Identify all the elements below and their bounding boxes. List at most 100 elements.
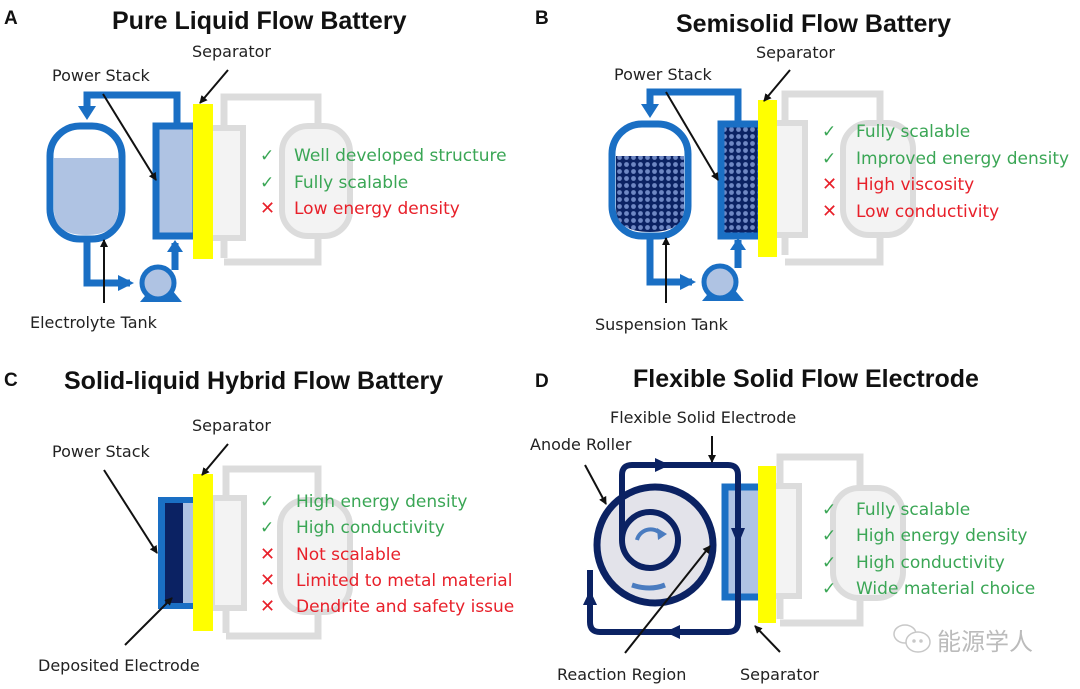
separator: [758, 466, 776, 623]
feature-pro: Fully scalable: [856, 500, 970, 520]
feature-pro: Wide material choice: [856, 579, 1035, 599]
flow-arrow-icon: [583, 590, 597, 605]
pointer-arrow: [199, 69, 229, 104]
tank-label: Suspension Tank: [595, 315, 729, 334]
cross-icon: ✕: [260, 596, 275, 617]
power-stack-label: Power Stack: [614, 65, 712, 84]
rotation-arrow-icon: [657, 528, 667, 540]
watermark: 能源学人: [893, 624, 1033, 656]
power-stack: [158, 497, 196, 609]
reaction-region-label: Reaction Region: [557, 665, 686, 684]
check-icon: ✓: [260, 492, 274, 512]
power-stack: [717, 120, 765, 240]
ghost-cathode-side: [209, 465, 353, 640]
panel-letter: D: [535, 371, 549, 392]
panel-letter: B: [535, 8, 549, 29]
tank-label: Electrolyte Tank: [30, 313, 158, 332]
separator-label: Separator: [192, 416, 271, 435]
panel-letter: C: [4, 370, 18, 391]
check-icon: ✓: [822, 526, 836, 546]
flow-arrow-icon: [78, 106, 96, 120]
check-icon: ✓: [822, 553, 836, 573]
power-stack-label: Power Stack: [52, 442, 150, 461]
separator: [758, 100, 777, 257]
power-stack: [152, 122, 200, 240]
cross-icon: ✕: [260, 570, 275, 591]
panel-a: A Pure Liquid Flow Battery: [4, 7, 507, 332]
pump-icon: [139, 264, 182, 302]
separator: [193, 104, 213, 259]
separator-label: Separator: [740, 665, 819, 684]
feature-con: Not scalable: [296, 545, 401, 565]
pointer-arrow: [102, 93, 157, 181]
feature-list: ✓ Fully scalable ✓ High energy density ✓…: [822, 500, 1035, 599]
feature-pro: High energy density: [856, 526, 1027, 546]
flexible-electrode-label: Flexible Solid Electrode: [610, 408, 796, 427]
feature-con: Low conductivity: [856, 202, 999, 222]
anode-roller-label: Anode Roller: [530, 435, 632, 454]
feature-list: ✓ Well developed structure ✓ Fully scala…: [260, 146, 507, 219]
wechat-icon: [893, 624, 931, 653]
deposited-electrode: [165, 503, 183, 603]
panel-title: Flexible Solid Flow Electrode: [633, 365, 979, 393]
ghost-cathode-side: [769, 90, 916, 266]
panel-title: Semisolid Flow Battery: [676, 10, 951, 38]
feature-pro: High conductivity: [856, 553, 1005, 573]
pointer-arrow: [201, 443, 229, 476]
separator-label: Separator: [192, 42, 271, 61]
check-icon: ✓: [822, 500, 836, 520]
pointer-arrow: [584, 464, 607, 505]
flow-arrow-icon: [731, 528, 745, 545]
panel-letter: A: [4, 8, 18, 29]
feature-con: Limited to metal material: [296, 571, 512, 591]
feature-con: Dendrite and safety issue: [296, 597, 514, 617]
check-icon: ✓: [822, 122, 836, 142]
rotation-arrow-icon: [631, 582, 666, 591]
feature-pro: Fully scalable: [294, 173, 408, 193]
watermark-text: 能源学人: [937, 628, 1033, 656]
feature-list: ✓ Fully scalable ✓ Improved energy densi…: [822, 122, 1069, 222]
feature-con: High viscosity: [856, 175, 974, 195]
pointer-arrow: [103, 469, 158, 554]
check-icon: ✓: [260, 518, 274, 538]
feature-pro: Improved energy density: [856, 149, 1069, 169]
power-stack-label: Power Stack: [52, 66, 150, 85]
feature-pro: Fully scalable: [856, 122, 970, 142]
feature-pro: Well developed structure: [294, 146, 507, 166]
panel-d: D Flexible Solid Flow Electrode Flexible…: [530, 365, 1035, 684]
feature-list: ✓ High energy density ✓ High conductivit…: [260, 492, 514, 617]
separator-label: Separator: [756, 43, 835, 62]
pointer-arrow: [124, 597, 173, 646]
flow-arrow-icon: [665, 625, 680, 639]
pointer-arrow: [763, 69, 791, 102]
pointer-arrow: [624, 545, 711, 654]
flow-arrow-icon: [118, 275, 134, 291]
electrode-label: Deposited Electrode: [38, 656, 200, 675]
cross-icon: ✕: [260, 544, 275, 565]
feature-con: Low energy density: [294, 199, 460, 219]
check-icon: ✓: [260, 146, 274, 166]
cross-icon: ✕: [822, 174, 837, 195]
check-icon: ✓: [260, 173, 274, 193]
cross-icon: ✕: [822, 201, 837, 222]
panel-title: Pure Liquid Flow Battery: [112, 7, 407, 35]
suspension-tank: [608, 120, 692, 240]
panel-c: C Solid-liquid Hybrid Flow Battery Separ…: [4, 367, 514, 675]
reaction-region: [721, 483, 767, 601]
flow-arrow-icon: [655, 458, 670, 472]
anode-roller: [593, 483, 717, 607]
feature-pro: High conductivity: [296, 518, 445, 538]
cross-icon: ✕: [260, 198, 275, 219]
pump-icon: [701, 263, 744, 301]
flow-arrow-icon: [167, 240, 183, 252]
flexible-electrode-loop: [587, 462, 741, 635]
separator: [193, 474, 213, 631]
electrolyte-tank: [46, 122, 126, 243]
panel-b: B Semisolid Flow Battery Separator Power…: [535, 8, 1069, 334]
flow-arrow-icon: [730, 238, 746, 250]
flow-arrow-icon: [641, 104, 659, 118]
check-icon: ✓: [822, 149, 836, 169]
feature-pro: High energy density: [296, 492, 467, 512]
panel-title: Solid-liquid Hybrid Flow Battery: [64, 367, 443, 395]
